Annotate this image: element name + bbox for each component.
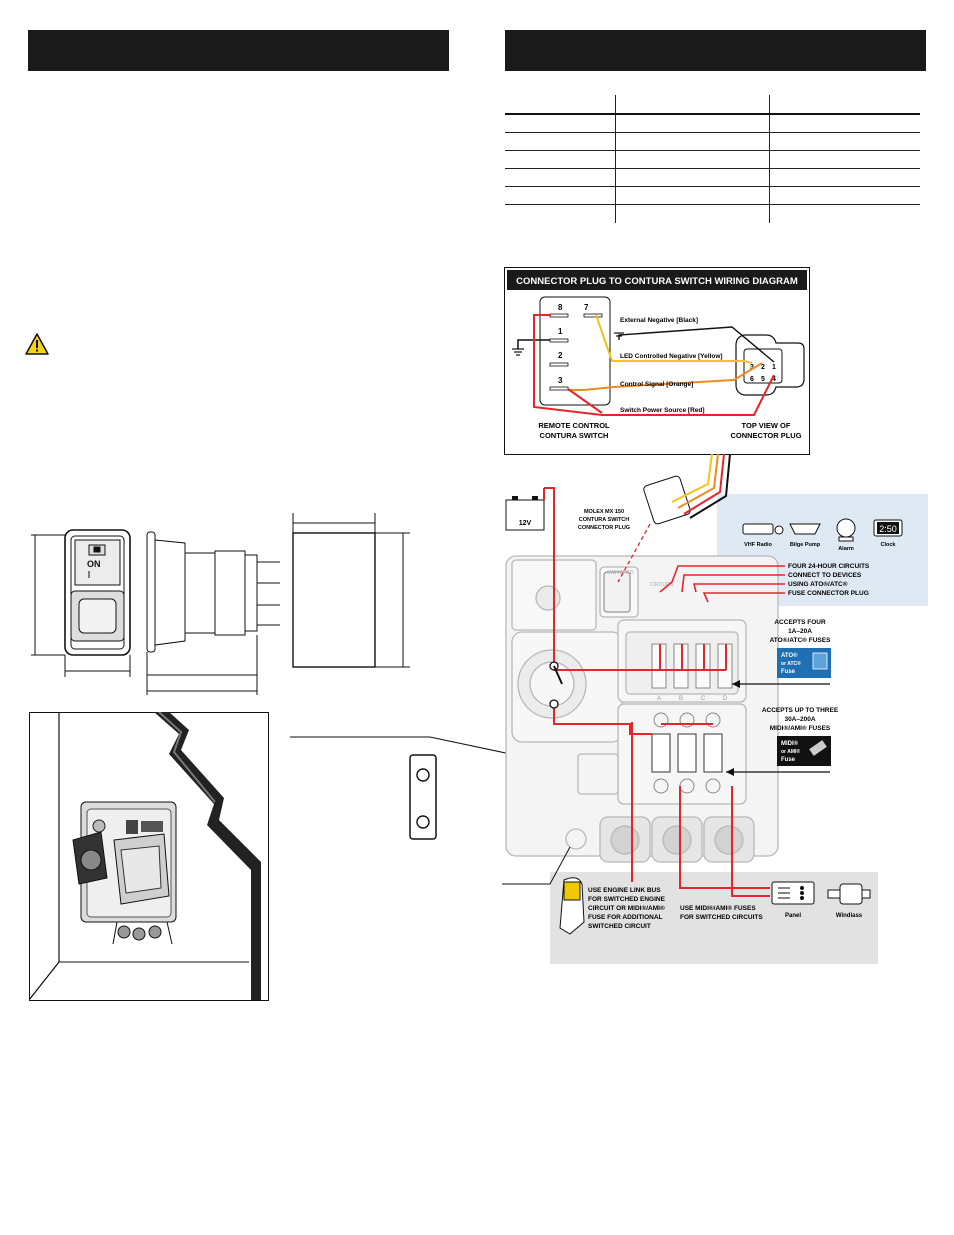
device-clock: Clock (881, 542, 897, 548)
switch-caption-line2: CONTURA SWITCH (540, 431, 609, 440)
wire-label-orange: Control Signal [Orange] (620, 381, 693, 388)
plug-pin-2: 2 (761, 364, 765, 371)
plug-caption-line2: CONNECTOR PLUG (730, 431, 801, 440)
midi-switched-note-1: USE MIDI®/AMI® FUSES (680, 904, 756, 912)
switch-dimension-drawings: ON (31, 513, 410, 695)
fuse-letter-d: D (723, 696, 728, 702)
midi-badge-2: or AMI® (781, 748, 800, 755)
engine-note-3: CIRCUIT OR MIDI®/AMI® (588, 904, 665, 912)
switched-embossed-1: SWITCHED (607, 570, 634, 576)
battery-label: 12V (519, 520, 532, 527)
midi-note-3: MIDI®/AMI® FUSES (770, 724, 831, 732)
midi-switched-note-2: FOR SWITCHED CIRCUITS (680, 914, 763, 921)
table-row (505, 151, 920, 169)
ato-note-1: ACCEPTS FOUR (774, 619, 826, 626)
molex-label-1: MOLEX MX 150 (584, 509, 624, 515)
fuse-letter-c: C (701, 696, 706, 702)
device-vhf-radio: VHF Radio (744, 542, 772, 548)
circuits-note-1: FOUR 24-HOUR CIRCUITS (788, 563, 870, 570)
fuse-letter-b: B (679, 696, 683, 702)
installation-illustration (29, 712, 269, 1001)
circuits-note-2: CONNECT TO DEVICES (788, 572, 862, 579)
midi-badge-1: MIDI® (781, 740, 799, 747)
midi-badge-3: Fuse (781, 757, 796, 763)
specification-table (505, 95, 920, 223)
midi-note-1: ACCEPTS UP TO THREE (762, 707, 839, 714)
ato-badge-1: ATO® (781, 652, 798, 659)
ato-note-3: ATO®/ATC® FUSES (770, 636, 832, 644)
pin-2-label: 2 (558, 351, 563, 360)
ato-badge-2: or ATC® (781, 660, 801, 667)
table-header-row (505, 95, 920, 115)
wire-label-black: External Negative [Black] (620, 317, 698, 324)
table-row (505, 133, 920, 151)
device-panel: Panel (785, 913, 801, 919)
engine-note-1: USE ENGINE LINK BUS (588, 887, 661, 894)
ato-note-2: 1A–20A (788, 628, 812, 635)
engine-note-2: FOR SWITCHED ENGINE (588, 896, 666, 903)
device-bilge-pump: Bilge Pump (790, 542, 821, 548)
midi-note-2: 30A–200A (784, 716, 815, 723)
right-section-header-bar (505, 30, 926, 71)
engine-note-5: SWITCHED CIRCUIT (588, 923, 651, 930)
wiring-diagram-title: CONNECTOR PLUG TO CONTURA SWITCH WIRING … (516, 276, 798, 287)
pin-8-label: 8 (558, 303, 563, 312)
molex-label-3: CONNECTOR PLUG (578, 525, 630, 531)
switched-embossed-2: CIRCUITS (650, 582, 674, 588)
plug-pin-1: 1 (772, 364, 776, 371)
wire-label-yellow: LED Controlled Negative [Yellow] (620, 353, 723, 360)
ato-badge-3: Fuse (781, 669, 796, 675)
plug-pin-5: 5 (761, 376, 765, 383)
plug-caption-line1: TOP VIEW OF (742, 421, 791, 430)
left-section-header-bar (28, 30, 449, 71)
warning-icon (25, 333, 49, 355)
plug-pin-4: 4 (772, 376, 776, 383)
wire-label-red: Switch Power Source [Red] (620, 407, 705, 414)
pin-7-label: 7 (584, 303, 589, 312)
device-alarm: Alarm (838, 546, 854, 552)
pin-3-label: 3 (558, 376, 563, 385)
wiring-diagram: CONNECTOR PLUG TO CONTURA SWITCH WIRING … (504, 267, 810, 455)
engine-note-4: FUSE FOR ADDITIONAL (588, 914, 663, 921)
table-row (505, 169, 920, 187)
circuits-note-4: FUSE CONNECTOR PLUG (788, 590, 869, 597)
system-wiring-diagram: SWITCHED CIRCUITS A B C D 12V MOLEX MX 1… (502, 453, 928, 964)
fuse-letter-a: A (657, 696, 661, 702)
table-row (505, 115, 920, 133)
table-row (505, 187, 920, 205)
plug-pin-6: 6 (750, 376, 754, 383)
table-row (505, 205, 920, 223)
switch-caption-line1: REMOTE CONTROL (538, 421, 610, 430)
clock-display: 2:50 (879, 524, 897, 534)
switch-on-label: ON (87, 559, 101, 569)
circuits-note-3: USING ATO®/ATC® (788, 580, 848, 588)
device-windlass: Windlass (836, 913, 863, 919)
pin-1-label: 1 (558, 327, 563, 336)
molex-label-2: CONTURA SWITCH (579, 517, 630, 523)
plug-pin-3: 3 (750, 364, 754, 371)
